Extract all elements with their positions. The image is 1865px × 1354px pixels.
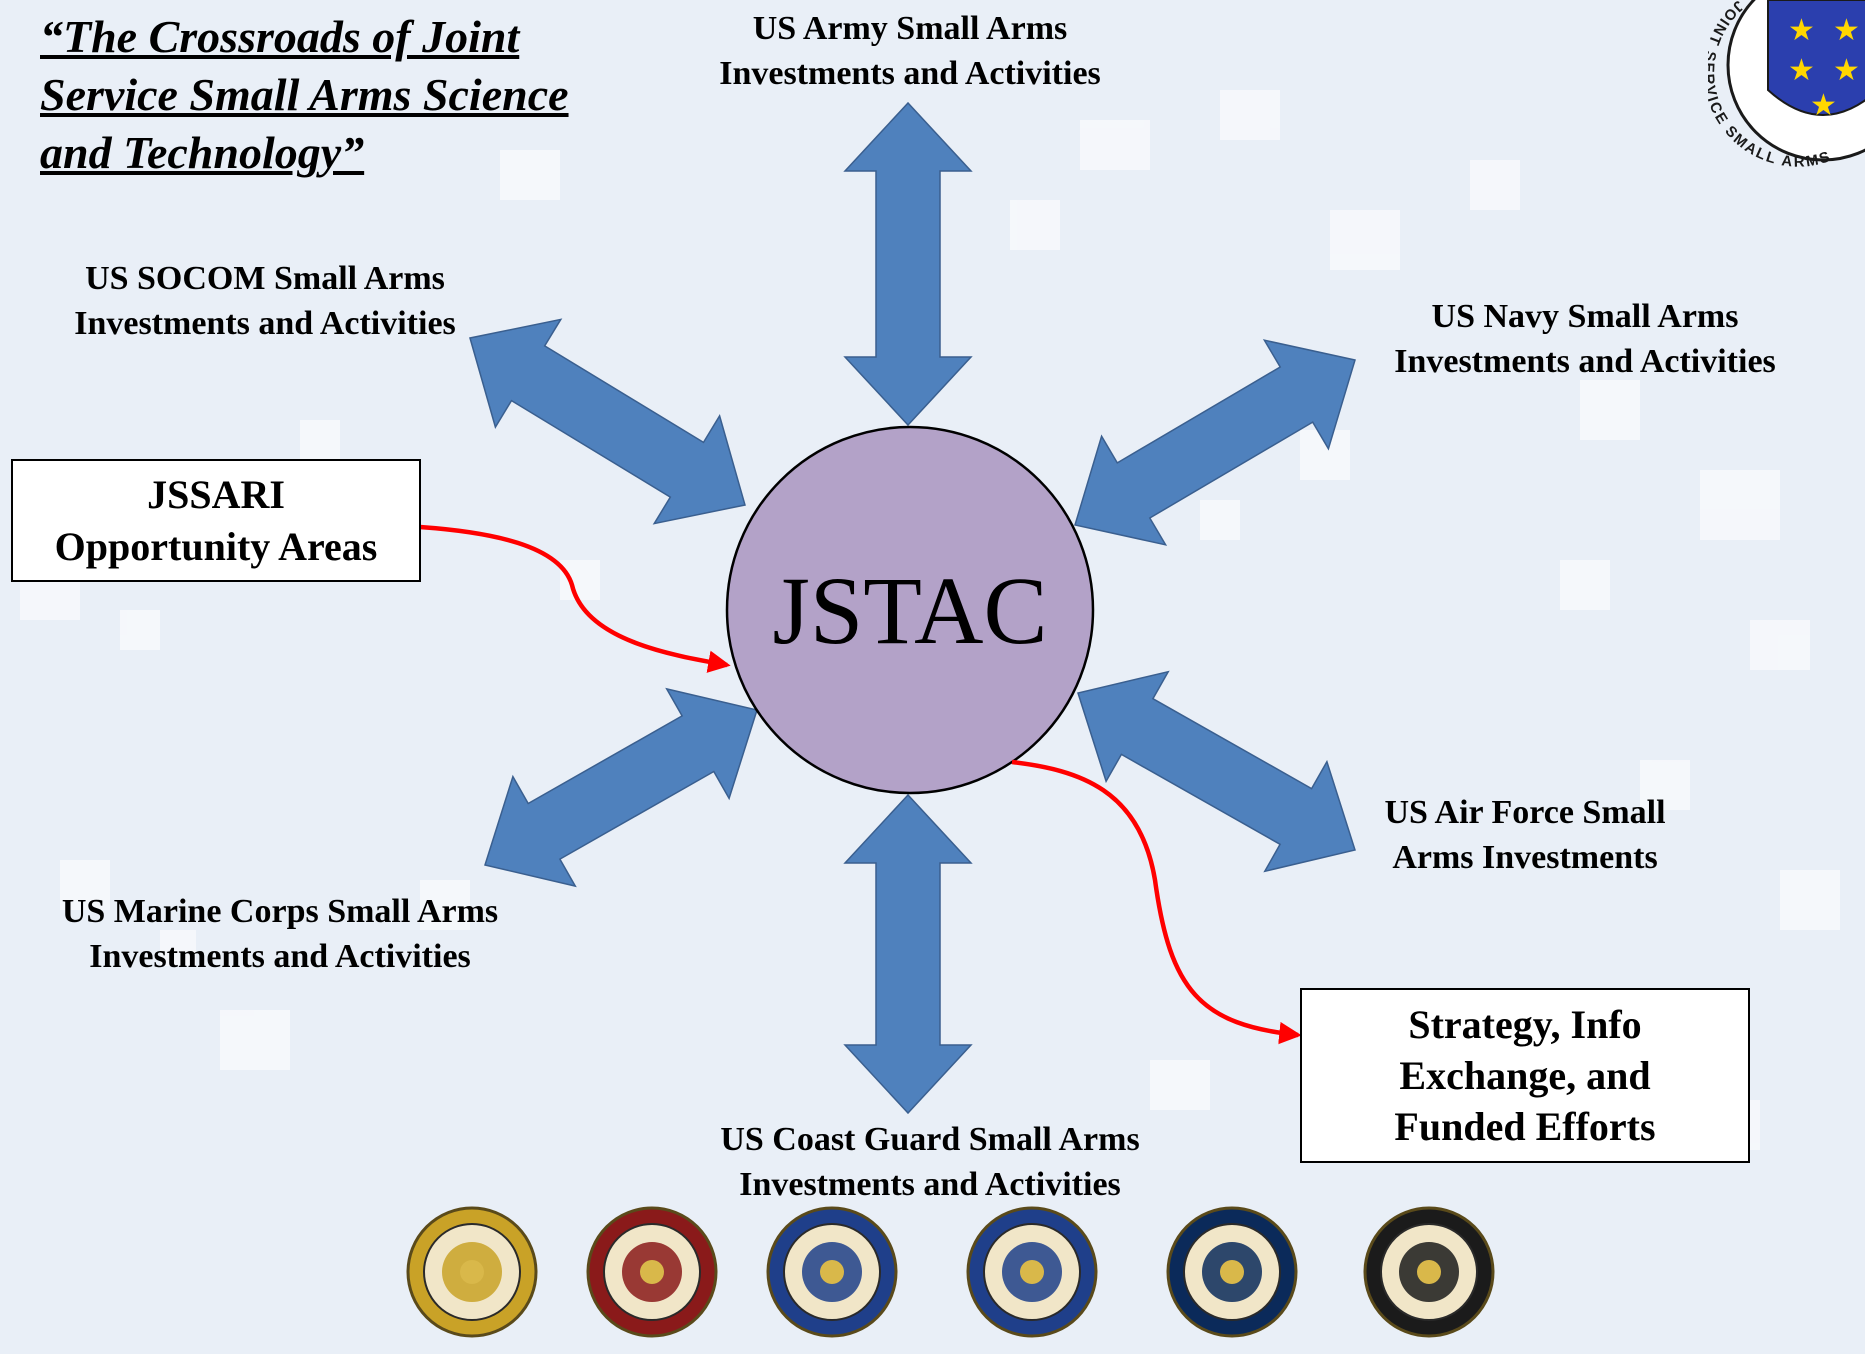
coastguard-arrow xyxy=(843,793,973,1115)
svg-text:★: ★ xyxy=(1788,13,1815,48)
jssari-box: JSSARI Opportunity Areas xyxy=(11,459,421,582)
title-line-2: Service Small Arms Science xyxy=(40,69,569,120)
coastguard-label-line-2: Investments and Activities xyxy=(739,1166,1121,1203)
socom-arrow xyxy=(469,318,746,525)
airforce-arrow xyxy=(1077,670,1356,873)
army-label-line-1: US Army Small Arms xyxy=(752,10,1068,47)
socom-seal-icon xyxy=(1362,1205,1496,1339)
army-arrow xyxy=(843,101,973,427)
svg-text:★: ★ xyxy=(1788,53,1815,88)
marines-label: US Marine Corps Small Arms Investments a… xyxy=(30,889,530,979)
navy-label-line-2: Investments and Activities xyxy=(1394,343,1776,380)
air-force-seal-icon xyxy=(765,1205,899,1339)
title-line-3: and Technology” xyxy=(40,127,365,178)
socom-label: US SOCOM Small Arms Investments and Acti… xyxy=(45,256,485,346)
jssap-logo-icon: ★ ★ ★ ★ ★ JOINT SERVICE SMALL ARMS xyxy=(1708,0,1865,175)
coast-guard-seal-icon xyxy=(965,1205,1099,1339)
navy-arrow xyxy=(1074,339,1356,546)
army-seal-icon xyxy=(405,1205,539,1339)
arrows-group xyxy=(469,101,1356,1115)
output-box-line-2: Exchange, and xyxy=(1399,1053,1651,1098)
svg-text:★: ★ xyxy=(1833,53,1860,88)
marines-label-line-1: US Marine Corps Small Arms xyxy=(61,893,499,930)
jssari-box-line-2: Opportunity Areas xyxy=(54,523,378,569)
jssari-box-line-1: JSSARI xyxy=(147,471,285,517)
output-box-line-3: Funded Efforts xyxy=(1394,1104,1656,1149)
socom-label-line-1: US SOCOM Small Arms xyxy=(85,260,445,297)
navy-label: US Navy Small Arms Investments and Activ… xyxy=(1365,294,1805,384)
output-box: Strategy, Info Exchange, and Funded Effo… xyxy=(1300,988,1750,1163)
airforce-label-line-2: Arms Investments xyxy=(1392,839,1658,876)
title-line-1: “The Crossroads of Joint xyxy=(40,11,520,62)
jstac-circle xyxy=(725,425,1095,795)
svg-text:★: ★ xyxy=(1810,88,1837,123)
marine-corps-seal-icon xyxy=(585,1205,719,1339)
coastguard-label-line-1: US Coast Guard Small Arms xyxy=(720,1121,1140,1158)
output-box-line-1: Strategy, Info xyxy=(1408,1002,1642,1047)
slide-title: “The Crossroads of Joint Service Small A… xyxy=(40,8,660,182)
socom-label-line-2: Investments and Activities xyxy=(74,305,456,342)
army-label: US Army Small Arms Investments and Activ… xyxy=(690,6,1130,96)
svg-text:★: ★ xyxy=(1833,13,1860,48)
jstac-to-output-connector xyxy=(1011,759,1302,1045)
army-label-line-2: Investments and Activities xyxy=(719,55,1101,92)
marines-label-line-2: Investments and Activities xyxy=(89,938,471,975)
coastguard-label: US Coast Guard Small Arms Investments an… xyxy=(680,1117,1180,1207)
airforce-label-line-1: US Air Force Small xyxy=(1384,794,1666,831)
marines-arrow xyxy=(484,687,758,888)
airforce-label: US Air Force Small Arms Investments xyxy=(1345,790,1705,880)
jssari-to-jstac-connector xyxy=(419,524,731,673)
navy-label-line-1: US Navy Small Arms xyxy=(1431,298,1739,335)
navy-seal-icon xyxy=(1165,1205,1299,1339)
